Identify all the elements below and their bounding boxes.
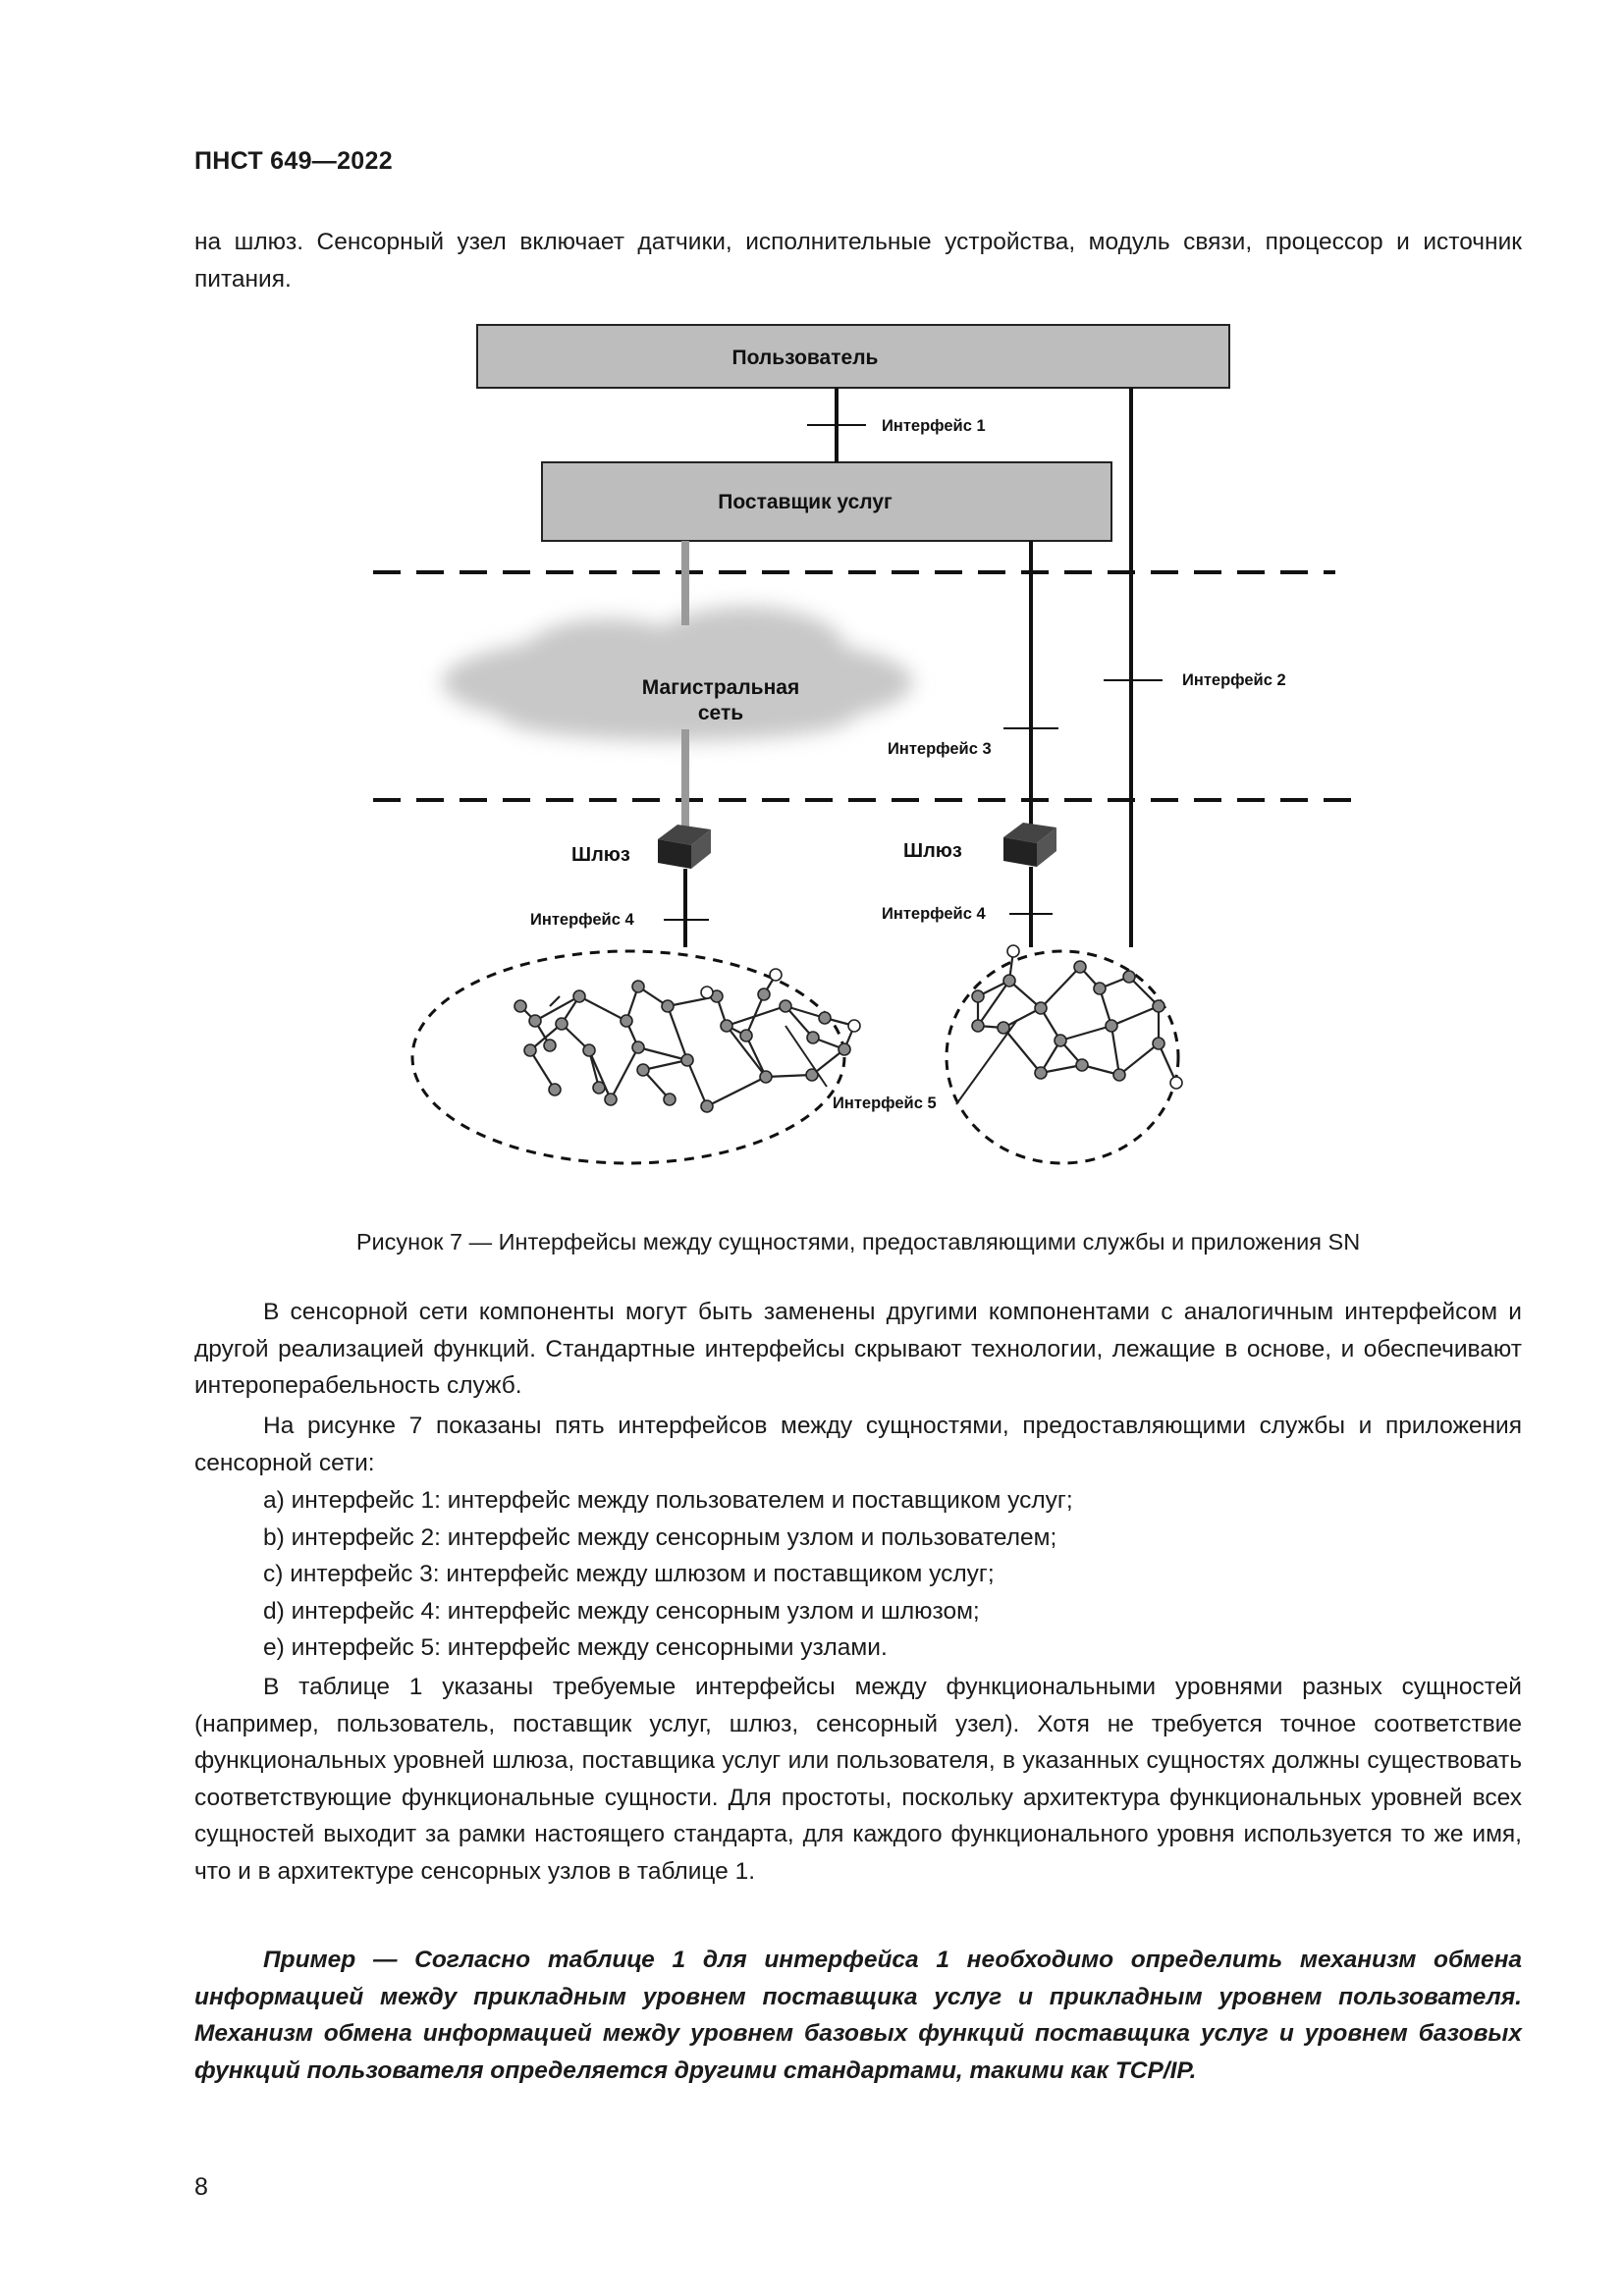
intro-paragraph: на шлюз. Сенсорный узел включает датчики… [194,229,1522,293]
interface2-label: Интерфейс 2 [1182,671,1286,689]
backbone-label-line2: сеть [698,702,743,724]
list-item: d) интерфейс 4: интерфейс между сенсорны… [263,1597,980,1625]
list-item: e) интерфейс 5: интерфейс между сенсорны… [263,1634,888,1661]
interface4-right-label: Интерфейс 4 [882,905,986,923]
service-provider-label: Поставщик услуг [718,491,893,513]
left-gateway-label: Шлюз [571,844,630,866]
interface5-pointer-left [785,1025,828,1088]
document-header: ПНСТ 649—2022 [194,147,393,175]
service-provider-box [541,461,1112,542]
interface1-label: Интерфейс 1 [882,417,986,435]
right-sensor-network [945,949,1180,1165]
interface5-label: Интерфейс 5 [833,1095,937,1112]
example-note: Пример — Согласно таблице 1 для интерфей… [194,1947,1522,2084]
list-item: b) интерфейс 2: интерфейс между сенсорны… [263,1523,1057,1551]
left-network-nodes [514,968,861,1113]
list-item: a) интерфейс 1: интерфейс между пользова… [263,1487,1073,1514]
interface3-label: Интерфейс 3 [888,740,992,758]
paragraph-components: В сенсорной сети компоненты могут быть з… [194,1299,1522,1399]
left-sensor-network [410,949,846,1165]
backbone-cloud [442,607,913,741]
backbone-label-line1: Магистральная [642,676,799,699]
user-box [476,324,1230,389]
paragraph-table1: В таблице 1 указаны требуемые интерфейсы… [194,1674,1522,1885]
page-number: 8 [194,2173,208,2201]
figure-caption: Рисунок 7 — Интерфейсы между сущностями,… [355,1229,1361,1255]
interface5-pointer-right [955,1019,1018,1105]
right-gateway-label: Шлюз [903,840,962,862]
right-gateway-icon [1003,823,1056,867]
interface4-left-label: Интерфейс 4 [530,911,634,929]
left-gateway-icon [658,825,711,869]
interface-list: a) интерфейс 1: интерфейс между пользова… [263,1482,1522,1667]
interfaces-figure: Пользователь Поставщик услуг Интерфейс 1… [373,324,1365,1165]
right-network-nodes [971,944,1183,1090]
paragraph-five-interfaces: На рисунке 7 показаны пять интерфейсов м… [194,1413,1522,1476]
user-box-label: Пользователь [732,347,879,369]
list-item: c) интерфейс 3: интерфейс между шлюзом и… [263,1561,995,1587]
